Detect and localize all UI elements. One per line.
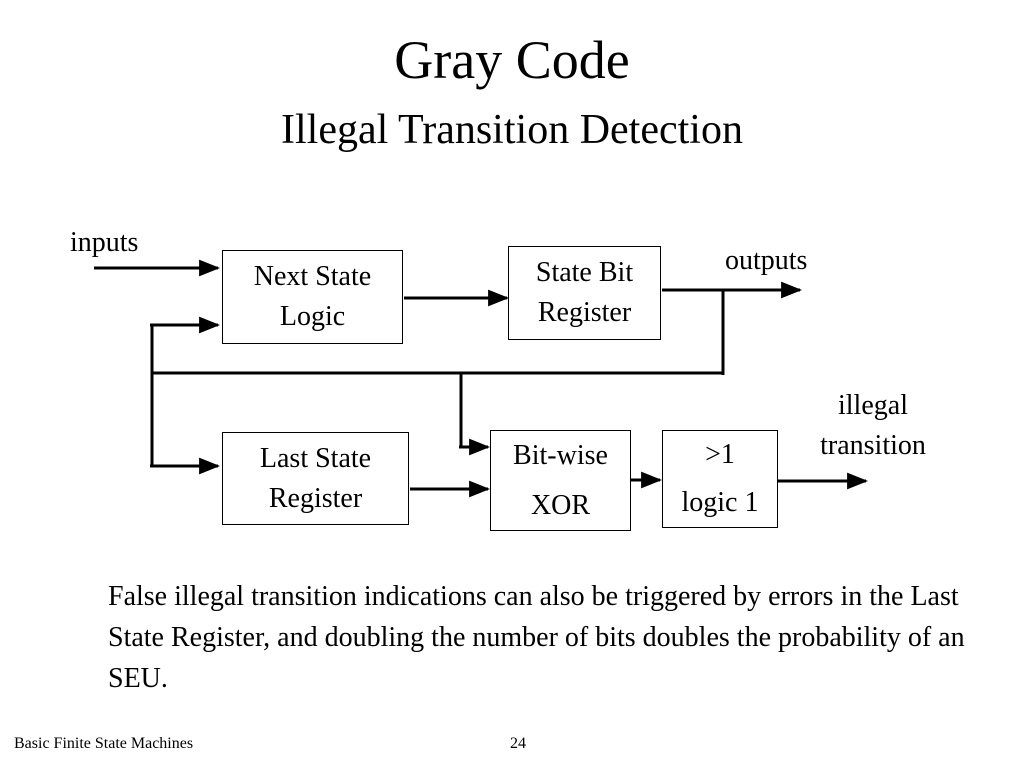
page-number: 24 xyxy=(510,735,526,752)
footer-title: Basic Finite State Machines xyxy=(14,735,194,752)
illegal-transition-label-line2: transition xyxy=(820,430,926,461)
outputs-label: outputs xyxy=(725,245,808,276)
slide-title: Gray Code xyxy=(394,30,630,90)
gt1-line2: logic 1 xyxy=(681,487,759,518)
explanation-paragraph: False illegal transition indications can… xyxy=(108,581,965,694)
last-state-register-line1: Last State xyxy=(259,442,372,474)
last-state-register-block: Last State Register xyxy=(222,432,409,525)
bitwise-xor-line1: Bit-wise xyxy=(513,439,608,471)
bitwise-xor-block: Bit-wise XOR xyxy=(490,430,631,531)
next-state-logic-line1: Next State xyxy=(253,261,372,292)
slide-subtitle: Illegal Transition Detection xyxy=(281,107,743,153)
next-state-logic-line2: Logic xyxy=(279,301,346,332)
gt1-logic1-block: >1 logic 1 xyxy=(662,430,778,528)
state-bit-register-line2: Register xyxy=(537,297,632,328)
next-state-logic-block: Next State Logic xyxy=(222,250,403,344)
gt1-line1: >1 xyxy=(705,439,735,470)
last-state-register-line2: Register xyxy=(268,482,363,514)
state-bit-register-block: State Bit Register xyxy=(508,246,661,340)
state-bit-register-line1: State Bit xyxy=(535,257,634,288)
illegal-transition-label-line1: illegal xyxy=(838,390,908,421)
inputs-label: inputs xyxy=(70,227,139,258)
bitwise-xor-line2: XOR xyxy=(530,489,591,521)
